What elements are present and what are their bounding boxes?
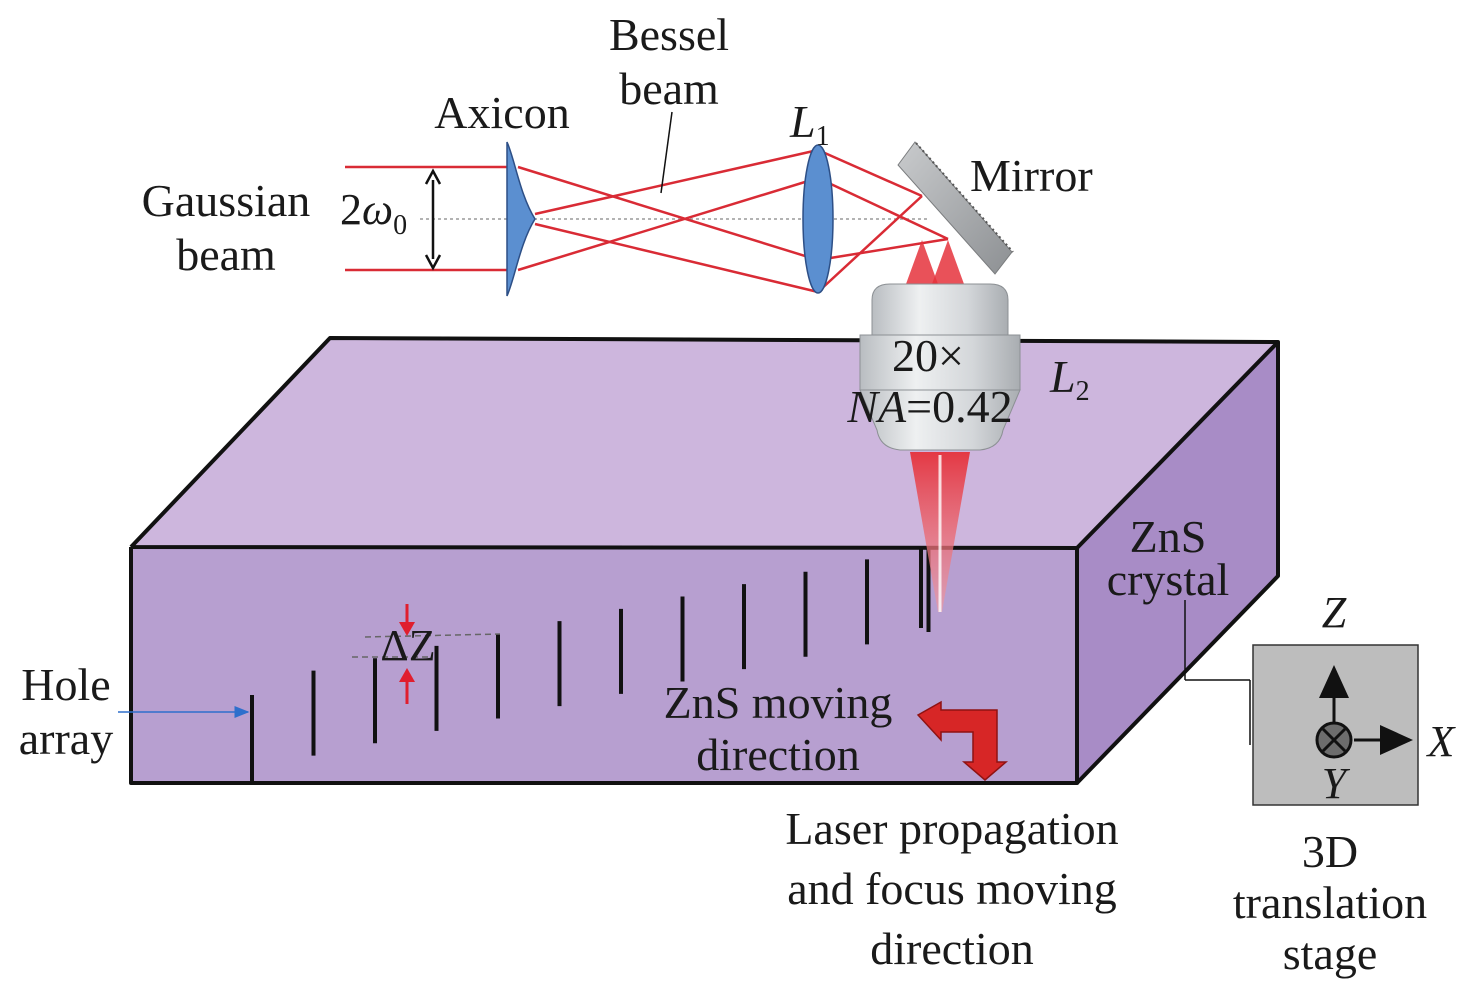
crystal-label-line1: ZnS bbox=[1130, 511, 1207, 562]
bessel-beam-rays bbox=[517, 148, 949, 294]
axicon-lens bbox=[506, 141, 536, 297]
axicon-label: Axicon bbox=[434, 87, 569, 138]
mirror bbox=[897, 141, 1014, 275]
objective-lens-l2 bbox=[859, 283, 1021, 451]
hole-array bbox=[250, 547, 931, 782]
gaussian-beam-label-line2: beam bbox=[176, 229, 276, 280]
laser-label-line2: and focus moving bbox=[787, 863, 1117, 914]
axis-z-label: Z bbox=[1322, 588, 1347, 637]
objective-magnification-label: 20× bbox=[892, 330, 964, 381]
translation-stage bbox=[1184, 612, 1419, 806]
axis-y-label: Y bbox=[1322, 759, 1351, 808]
stage-axes bbox=[1315, 665, 1413, 759]
axis-x-label: X bbox=[1426, 717, 1457, 766]
bessel-beam-label-line1: Bessel bbox=[609, 9, 729, 60]
stage-label-line1: 3D bbox=[1302, 826, 1358, 877]
l1-label: L1 bbox=[789, 96, 830, 152]
gaussian-beam-label-line1: Gaussian bbox=[142, 175, 311, 226]
beam-to-objective bbox=[906, 240, 964, 284]
bessel-pointer bbox=[660, 111, 673, 194]
stage-label-line2: translation bbox=[1233, 877, 1427, 928]
crystal-front-face bbox=[131, 547, 1077, 783]
zns-moving-label-line1: ZnS moving bbox=[664, 677, 893, 728]
waist-label: 2ω0 bbox=[340, 185, 407, 241]
objective-na-label: NA=0.42 bbox=[846, 381, 1012, 432]
focused-beam bbox=[910, 452, 970, 628]
mirror-label: Mirror bbox=[970, 150, 1093, 201]
lens-l1 bbox=[802, 144, 834, 294]
stage-label-line3: stage bbox=[1283, 928, 1378, 979]
hole-array-label-line2: array bbox=[19, 713, 113, 764]
bessel-beam-label-line2: beam bbox=[619, 63, 719, 114]
waist-arrow bbox=[424, 168, 442, 271]
laser-label-line3: direction bbox=[870, 923, 1034, 974]
zns-moving-arrow bbox=[916, 700, 1009, 781]
l2-label: L2 bbox=[1049, 351, 1090, 407]
crystal-side-face bbox=[1077, 342, 1278, 783]
hole-array-label-line1: Hole bbox=[21, 659, 110, 710]
laser-label-line1: Laser propagation bbox=[785, 803, 1118, 854]
crystal-label-line2: crystal bbox=[1107, 554, 1230, 605]
zns-moving-label-line2: direction bbox=[696, 729, 860, 780]
delta-z-marker bbox=[352, 604, 501, 704]
gaussian-input-beam bbox=[345, 165, 512, 272]
delta-z-label: ΔZ bbox=[380, 621, 435, 670]
